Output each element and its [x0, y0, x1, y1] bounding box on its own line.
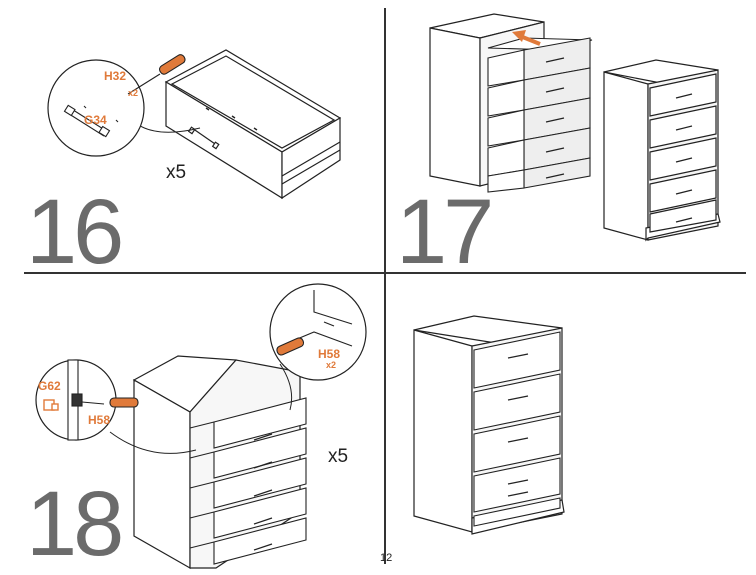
step-18-number: 18 — [26, 473, 124, 575]
connector-g62-icon — [43, 399, 59, 411]
part-label-g62: G62 — [38, 379, 61, 393]
part-label-h58-right: H58 — [318, 347, 340, 361]
detail-circle-right — [269, 283, 367, 381]
part-label-g34: G34 — [84, 113, 107, 127]
step-16-illustration: H32 x2 G34 — [47, 49, 342, 200]
drawer-handle — [187, 126, 220, 150]
step-18-multiplier: x5 — [328, 446, 349, 467]
drawer-stack — [487, 37, 593, 193]
part-qty-h32: x2 — [128, 88, 138, 98]
vertical-divider — [384, 8, 386, 564]
step-16-multiplier: x5 — [166, 162, 187, 183]
page-number: 12 — [380, 552, 393, 564]
rail-detail — [67, 359, 105, 441]
horizontal-divider — [24, 272, 746, 274]
dresser-handles — [675, 93, 693, 223]
assembled-dresser — [603, 59, 721, 242]
step-16-number: 16 — [26, 181, 124, 283]
screwdriver-icon — [127, 54, 186, 95]
handle-detail — [63, 104, 119, 138]
detail-circle — [47, 59, 145, 157]
insert-arrow-icon — [512, 30, 541, 46]
screw-marks — [205, 107, 258, 131]
final-drawer-handles — [507, 353, 529, 497]
part-qty-h58-right: x2 — [326, 360, 336, 370]
drawer-fronts — [213, 397, 307, 565]
step-18-illustration: G62 H58 H58 x2 — [35, 283, 367, 570]
final-dresser-illustration — [413, 315, 565, 535]
drawer-box — [164, 49, 342, 200]
part-label-h58: H58 — [88, 413, 110, 427]
part-label-h32: H32 — [104, 69, 126, 83]
final-drawer-fronts — [473, 331, 561, 527]
drawer-handles — [545, 57, 565, 179]
drawer-handles-18 — [253, 433, 273, 551]
step-17-number: 17 — [396, 181, 494, 283]
screwdriver-icon-left — [109, 397, 139, 408]
screwdriver-icon-right — [276, 337, 305, 356]
step-17-illustration — [429, 13, 721, 242]
